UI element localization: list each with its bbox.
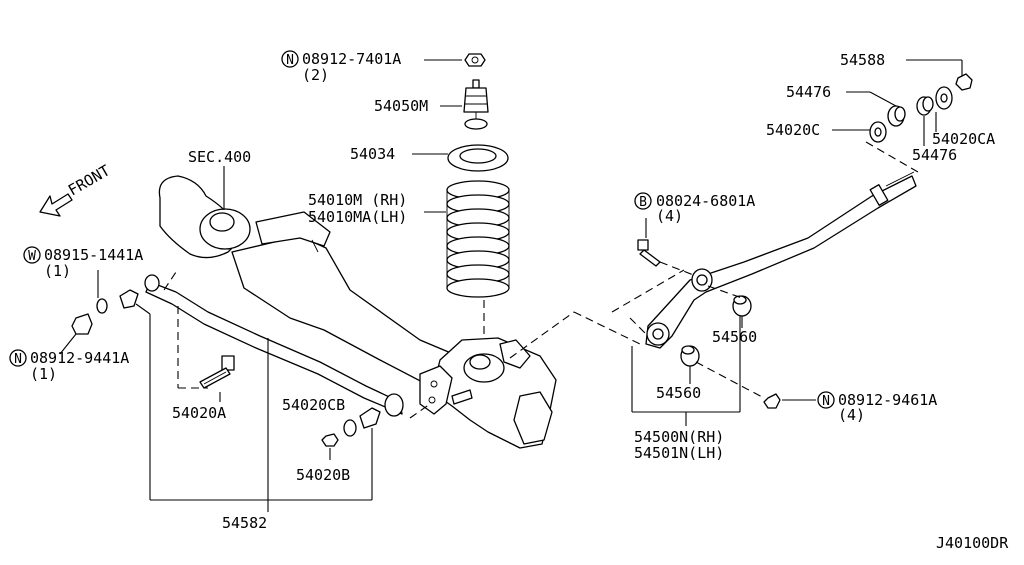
label-washer-code: 08915-1441A: [44, 246, 143, 264]
lower-link-arm-icon: [645, 171, 917, 349]
arm-bolt-icon: [637, 239, 661, 267]
label-front: FRONT: [65, 161, 113, 199]
front-arrow-icon: [39, 193, 73, 217]
left-washer-icon: [96, 298, 108, 314]
inner-washer-icon: [869, 121, 887, 143]
label-sec: SEC.400: [188, 148, 251, 166]
label-bumper: 54050M: [374, 97, 428, 115]
label-54588: 54588: [840, 51, 885, 69]
label-54560-b: 54560: [656, 384, 701, 402]
bound-bumper-icon: [463, 79, 489, 130]
label-nut-right-code: 08912-9461A: [838, 391, 937, 409]
label-stabilizer: 54582: [222, 514, 267, 532]
left-bolt-icon: [199, 355, 235, 389]
label-bushing-cb: 54020CB: [282, 396, 345, 414]
dash-axle-bracket: [409, 403, 431, 419]
axle-housing-icon: [158, 175, 557, 449]
label-54560-a: 54560: [712, 328, 757, 346]
top-right-nut-icon: [955, 73, 973, 91]
left-bushing-icon: [119, 289, 139, 309]
label-washer-qty: (1): [44, 262, 71, 280]
label-nut-top-code: 08912-7401A: [302, 50, 401, 68]
arm-bushing-lower-icon: [680, 345, 700, 367]
label-54020ca: 54020CA: [932, 130, 995, 148]
svg-text:B: B: [639, 195, 647, 210]
label-spring-rh: 54010M (RH): [308, 191, 407, 209]
n-symbol-right-icon: N: [817, 391, 835, 409]
leader-left-nut: [59, 333, 77, 355]
label-54020c: 54020C: [766, 121, 820, 139]
label-nut-right-qty: (4): [838, 406, 865, 424]
stabilizer-bracket-lines: [135, 303, 373, 512]
label-spring-lh: 54010MA(LH): [308, 208, 407, 226]
dash-upper-arm: [865, 141, 919, 173]
arm-dash-lines: [509, 261, 765, 399]
label-diagram-code: J40100DR: [936, 534, 1009, 552]
stabilizer-nut-icon: [321, 433, 339, 447]
w-symbol-icon: W: [23, 246, 41, 264]
svg-text:N: N: [14, 352, 22, 367]
label-bolt-b-qty: (4): [656, 207, 683, 225]
arm-bushing-upper-icon: [732, 295, 752, 317]
label-bolt-left: 54020A: [172, 404, 226, 422]
top-nut-icon: [464, 53, 486, 67]
right-bushing-icon: [343, 407, 381, 437]
outer-bushing-icon: [916, 86, 953, 116]
left-nut-icon: [71, 313, 93, 335]
b-symbol-icon: B: [634, 192, 652, 210]
spring-seat-icon: [447, 144, 509, 172]
arm-nut-icon: [763, 393, 781, 409]
coil-spring-icon: [446, 180, 510, 298]
label-bolt-b-code: 08024-6801A: [656, 192, 755, 210]
n-symbol-left-icon: N: [9, 349, 27, 367]
label-nut-left-code: 08912-9441A: [30, 349, 129, 367]
upper-bushing-icon: [887, 105, 906, 127]
label-54476-b: 54476: [912, 146, 957, 164]
label-nut-left-qty: (1): [30, 365, 57, 383]
label-seat: 54034: [350, 145, 395, 163]
stabilizer-bar-icon: [144, 274, 404, 417]
label-arm-lh: 54501N(LH): [634, 444, 724, 462]
leader-54476-a2: [869, 91, 897, 107]
arm-bracket-lines: [631, 316, 741, 426]
label-nut-top-qty: (2): [302, 66, 329, 84]
label-nut-b: 54020B: [296, 466, 350, 484]
label-54476-a: 54476: [786, 83, 831, 101]
dash-stabilizer-end: [163, 271, 177, 291]
svg-text:W: W: [28, 249, 36, 264]
svg-text:N: N: [286, 53, 294, 68]
svg-text:N: N: [822, 394, 830, 409]
label-arm-rh: 54500N(RH): [634, 428, 724, 446]
n-symbol-top-icon: N: [281, 50, 299, 68]
